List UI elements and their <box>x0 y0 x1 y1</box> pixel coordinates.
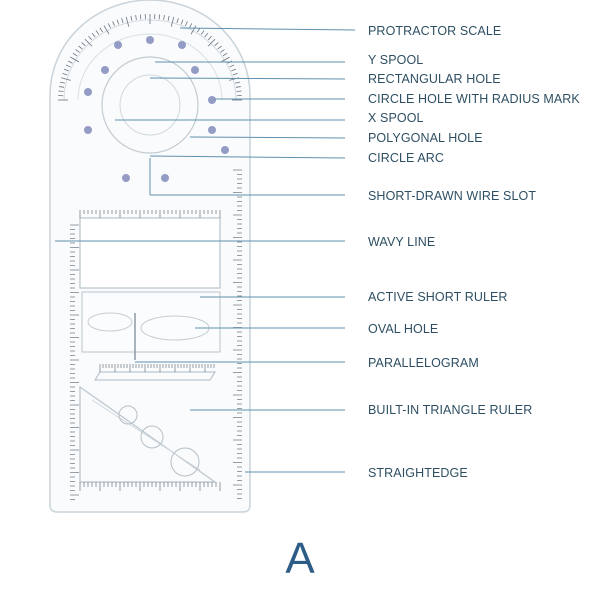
label-x-spool: X SPOOL <box>368 111 424 125</box>
label-rectangular-hole: RECTANGULAR HOLE <box>368 72 501 86</box>
label-active-short-ruler: ACTIVE SHORT RULER <box>368 290 508 304</box>
accent-dot <box>114 41 122 49</box>
label-protractor-scale: PROTRACTOR SCALE <box>368 24 501 38</box>
accent-dot <box>101 66 109 74</box>
accent-dot <box>84 88 92 96</box>
accent-dot <box>178 41 186 49</box>
accent-dot <box>122 174 130 182</box>
label-circle-arc: CIRCLE ARC <box>368 151 444 165</box>
label-y-spool: Y SPOOL <box>368 53 423 67</box>
accent-dot <box>146 36 154 44</box>
protractor-tick <box>159 14 160 19</box>
accent-dot <box>191 66 199 74</box>
accent-dot <box>161 174 169 182</box>
accent-dot <box>208 126 216 134</box>
label-parallelogram: PARALLELOGRAM <box>368 356 479 370</box>
label-oval-hole: OVAL HOLE <box>368 322 438 336</box>
label-built-in-triangle-ruler: BUILT-IN TRIANGLE RULER <box>368 403 532 417</box>
protractor-tick <box>59 91 64 92</box>
label-wavy-line: WAVY LINE <box>368 235 435 249</box>
protractor-tick <box>140 14 141 19</box>
rectangular-hole <box>80 218 220 288</box>
accent-dot <box>84 126 92 134</box>
active-short-ruler <box>82 292 220 352</box>
label-straightedge: STRAIGHTEDGE <box>368 466 468 480</box>
caption-letter: A <box>0 534 600 584</box>
label-circle-hole-with-radius-mark: CIRCLE HOLE WITH RADIUS MARK <box>368 92 580 106</box>
label-short-drawn-wire-slot: SHORT-DRAWN WIRE SLOT <box>368 189 536 203</box>
accent-dot <box>221 146 229 154</box>
protractor-tick <box>237 91 242 92</box>
accent-dot <box>208 96 216 104</box>
label-polygonal-hole: POLYGONAL HOLE <box>368 131 483 145</box>
